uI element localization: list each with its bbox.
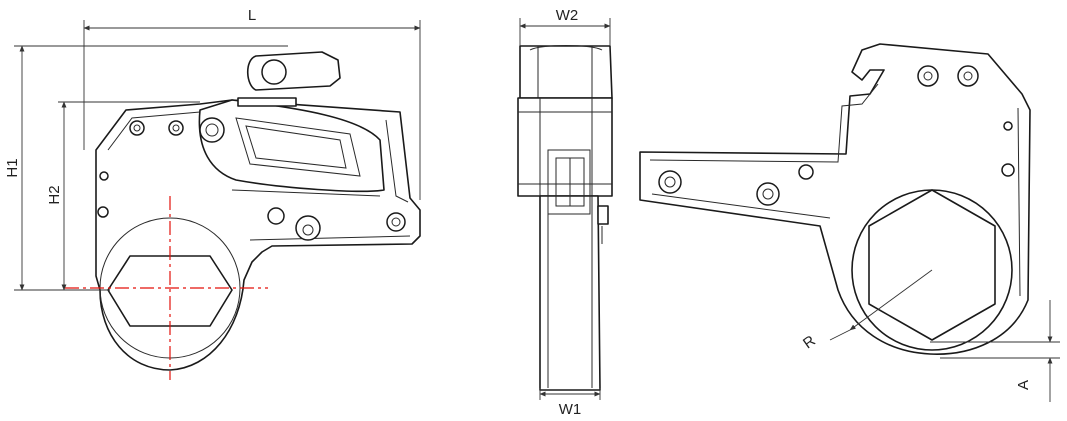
side-view-hole — [129, 120, 145, 136]
dim-label-W2: W2 — [556, 7, 579, 24]
side-view: L H1 H2 — [4, 7, 421, 380]
front-view: W2 W1 — [517, 7, 613, 418]
side-view-pivot — [199, 117, 225, 143]
dim-label-H1: H1 — [4, 158, 21, 177]
front-view-arm — [539, 195, 601, 391]
dim-label-A: A — [1015, 380, 1032, 390]
front-view-block — [517, 97, 613, 197]
dim-label-H2: H2 — [46, 185, 63, 204]
side-view-hole — [99, 171, 109, 181]
side-view-cylinder — [198, 99, 385, 193]
cassette-hole — [1001, 163, 1015, 177]
side-view-swivel-hole — [261, 59, 287, 85]
side-view-pin — [267, 207, 285, 225]
side-view-hole — [168, 120, 184, 136]
cassette-hex — [868, 189, 996, 341]
radius-line — [849, 269, 933, 331]
side-view-hole — [295, 215, 321, 241]
cassette-plate — [639, 43, 1031, 355]
front-view-pin — [597, 205, 609, 225]
side-view-swivel-base — [237, 97, 297, 107]
side-view-hole — [386, 212, 406, 232]
cassette-hole — [1003, 121, 1013, 131]
side-view-hole — [97, 206, 109, 218]
dim-label-W1: W1 — [559, 401, 582, 418]
cassette-hole — [917, 65, 939, 87]
cassette-hole — [756, 182, 780, 206]
cassette-hole — [658, 170, 682, 194]
cassette-hole — [798, 164, 814, 180]
cassette-view: R A — [639, 43, 1060, 402]
dim-label-L: L — [248, 7, 256, 24]
front-view-head — [519, 45, 613, 99]
cassette-hole — [957, 65, 979, 87]
dim-label-R: R — [800, 332, 819, 352]
